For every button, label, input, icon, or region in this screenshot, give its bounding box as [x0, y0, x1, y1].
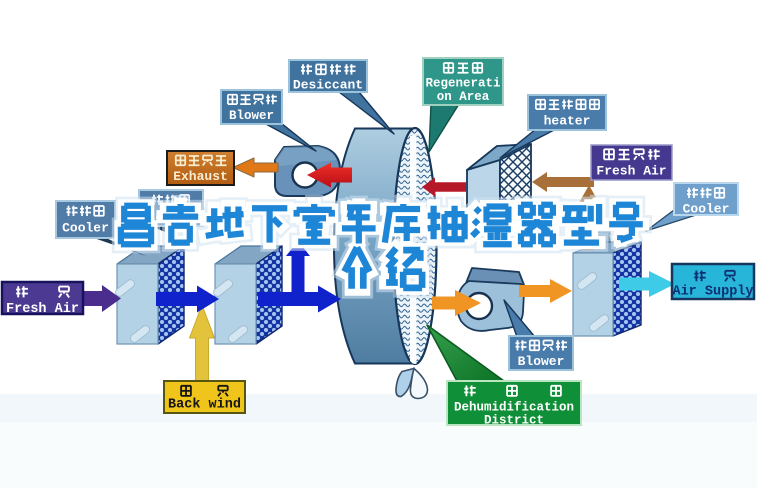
- svg-text:on Area: on Area: [437, 90, 490, 104]
- svg-text:Fresh Air: Fresh Air: [596, 164, 666, 179]
- svg-text:Blower: Blower: [229, 109, 274, 123]
- svg-text:Exhaust: Exhaust: [173, 169, 228, 184]
- svg-text:Regenerati: Regenerati: [425, 77, 500, 91]
- svg-text:Air Supply: Air Supply: [672, 285, 753, 300]
- svg-text:Cooler: Cooler: [62, 221, 109, 236]
- svg-text:Blower: Blower: [518, 354, 565, 369]
- svg-text:Dehumidification: Dehumidification: [454, 401, 574, 415]
- svg-text:District: District: [484, 414, 544, 428]
- svg-text:Back wind: Back wind: [168, 398, 241, 413]
- svg-text:Desiccant: Desiccant: [293, 78, 363, 93]
- svg-text:Cooler: Cooler: [683, 202, 730, 217]
- svg-text:heater: heater: [544, 114, 591, 129]
- svg-text:Fresh Air: Fresh Air: [6, 302, 79, 317]
